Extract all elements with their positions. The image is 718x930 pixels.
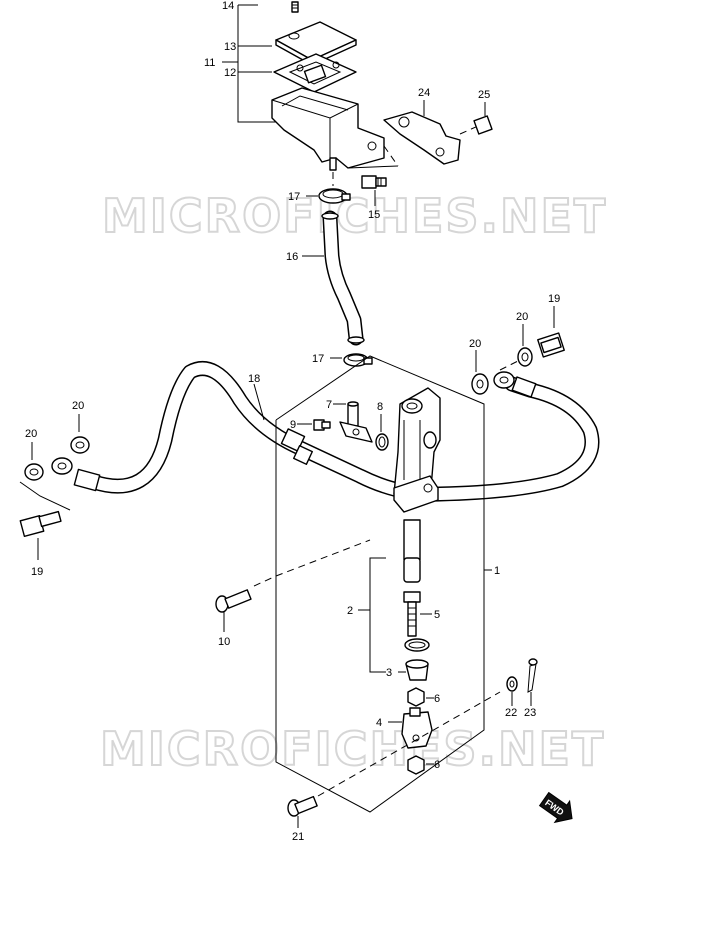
assembly-box [275,355,492,813]
callout-4: 4 [376,717,382,729]
washer-20-left-a [70,414,90,454]
clevis-pin-21 [287,691,501,828]
boot-3 [398,659,429,681]
watermark-bottom: MICROFICHES.NET [100,722,605,776]
o-ring-8 [375,414,389,451]
callout-17-lower: 17 [312,353,324,365]
callout-6-upper: 6 [434,693,440,705]
callout-1: 1 [494,565,500,577]
callout-18: 18 [248,373,260,385]
callout-10: 10 [218,636,230,648]
callout-7: 7 [326,399,332,411]
reservoir-group [222,1,399,186]
callout-20-right-b: 20 [516,311,528,323]
callout-25: 25 [478,89,490,101]
callout-14: 14 [222,0,234,12]
master-cylinder-body [393,387,441,513]
reservoir-body [271,87,385,169]
nut-6-upper [407,687,434,707]
washer-20-right-a [471,350,489,395]
callout-20-right-a: 20 [469,338,481,350]
callout-19-left: 19 [31,566,43,578]
callout-22: 22 [505,707,517,719]
callout-3: 3 [386,667,392,679]
cotter-pin-23 [527,658,538,706]
callout-9: 9 [290,419,296,431]
callout-19-right: 19 [548,293,560,305]
banjo-bolt-19-left [19,481,71,560]
callout-5: 5 [434,609,440,621]
bolt-15 [361,175,387,206]
callout-13: 13 [224,41,236,53]
callout-24: 24 [418,87,430,99]
fwd-arrow-badge: FWD [538,791,573,824]
callout-11: 11 [204,57,215,69]
screw-14-shape [291,1,299,13]
bolt-25 [459,102,493,135]
callout-23: 23 [524,707,536,719]
callout-8: 8 [377,401,383,413]
callout-2: 2 [347,605,353,617]
watermark-top: MICROFICHES.NET [102,189,607,243]
banjo-bolt-19-right [499,306,565,371]
screw-9 [297,419,331,431]
nut-6-lower [407,755,434,775]
washer-22 [506,676,518,706]
washer-20-right-b [517,324,533,367]
callouts: 14 13 11 12 24 25 17 15 16 17 19 20 20 1… [25,0,560,843]
callout-17-upper: 17 [288,191,300,203]
callout-21: 21 [292,831,304,843]
circlip [404,638,430,652]
callout-6-lower: 6 [434,759,440,771]
callout-20-left-a: 20 [72,400,84,412]
clamp-17-upper [306,188,351,204]
joint-7 [333,401,373,443]
bolt-10 [215,539,371,632]
callout-12: 12 [224,67,236,79]
clevis-4 [388,707,433,749]
callout-16: 16 [286,251,298,263]
washer-20-left-b [24,442,44,481]
callout-20-left-b: 20 [25,428,37,440]
brake-hose-18 [51,361,600,502]
push-rod-5 [403,591,432,637]
reservoir-hose-16 [302,210,365,346]
piston-kit-2 [358,519,421,673]
bracket-24 [383,100,461,165]
callout-15: 15 [368,209,380,221]
clamp-17-lower [330,353,373,367]
